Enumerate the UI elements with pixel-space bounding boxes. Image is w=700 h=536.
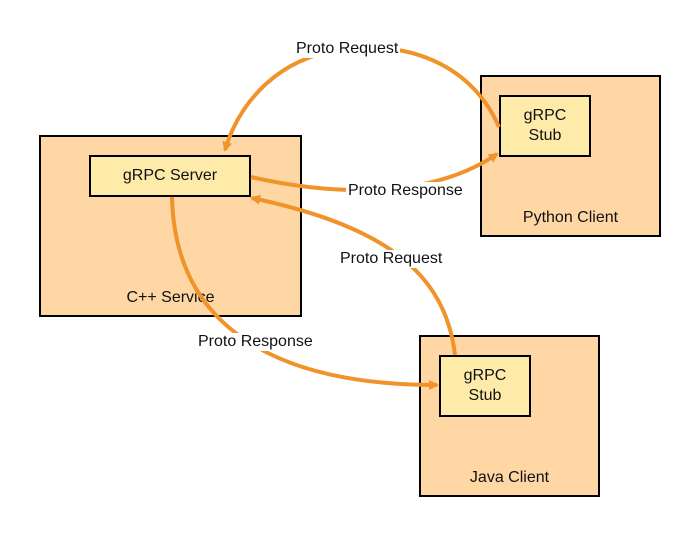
- python-grpc-stub: gRPC Stub: [499, 95, 591, 157]
- java-client-label: Java Client: [469, 469, 550, 486]
- grpc-server: gRPC Server: [89, 155, 251, 197]
- python-client-label: Python Client: [522, 209, 619, 226]
- java-grpc-stub: gRPC Stub: [439, 355, 531, 417]
- edge-python-request: [222, 45, 501, 152]
- edge-java-request: [250, 194, 457, 356]
- edge-label-python-response: Proto Response: [346, 182, 465, 200]
- edge-label-python-request: Proto Request: [294, 40, 401, 58]
- edge-java-response: [170, 196, 439, 390]
- edge-label-java-request: Proto Request: [338, 250, 445, 268]
- cpp-service-label: C++ Service: [126, 289, 215, 306]
- edge-label-java-response: Proto Response: [196, 333, 315, 351]
